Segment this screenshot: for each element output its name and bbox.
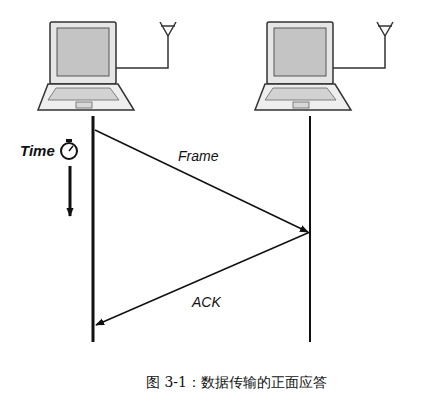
laptop-icon: [38, 22, 176, 110]
frame-arrow: [95, 130, 308, 232]
ack-arrow: [96, 232, 310, 325]
message-label: Frame: [178, 148, 218, 165]
time-label: Time: [20, 142, 55, 160]
timeline: [309, 116, 311, 342]
timeline: [92, 116, 95, 342]
message-label: ACK: [192, 294, 221, 311]
stopwatch-icon: [61, 139, 77, 159]
figure-caption: 图 3-1：数据传输的正面应答: [146, 374, 327, 391]
time-arrow: [69, 166, 72, 216]
laptop-icon: [255, 22, 393, 110]
